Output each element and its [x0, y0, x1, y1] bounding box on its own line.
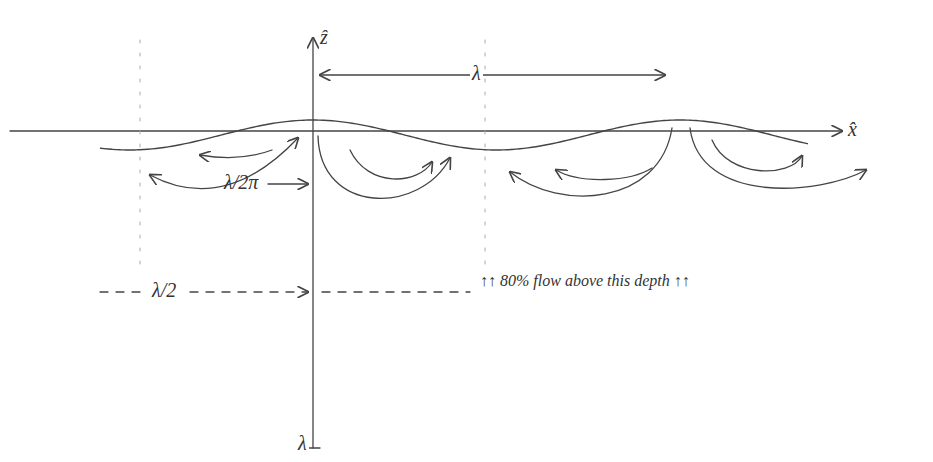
axis-label: x̂	[846, 118, 859, 141]
depth-line	[322, 291, 470, 292]
flow-arrow	[510, 128, 672, 196]
x-axis	[10, 130, 842, 131]
flow-arrow	[318, 136, 450, 198]
flow-arrow	[350, 150, 432, 179]
depth-line	[190, 291, 308, 292]
guide-line	[485, 40, 486, 268]
dimension-label: λ	[470, 62, 483, 85]
dimension-label: λ/2	[150, 279, 178, 302]
axis-label: λ	[296, 432, 309, 455]
note-text: ↑↑ 80% flow above this depth ↑↑	[478, 272, 692, 290]
flow-arrow	[712, 140, 802, 171]
depth-line	[100, 291, 142, 292]
z-axis	[312, 38, 313, 448]
flow-arrow	[556, 168, 652, 180]
flow-arrow	[200, 150, 272, 158]
axis-label: ẑ	[318, 26, 330, 49]
depth-arrow	[268, 183, 308, 184]
wave-surface	[100, 120, 808, 150]
guide-line	[140, 40, 141, 268]
wavelength-arrow	[320, 74, 665, 75]
dimension-label: λ/2π	[222, 171, 260, 194]
